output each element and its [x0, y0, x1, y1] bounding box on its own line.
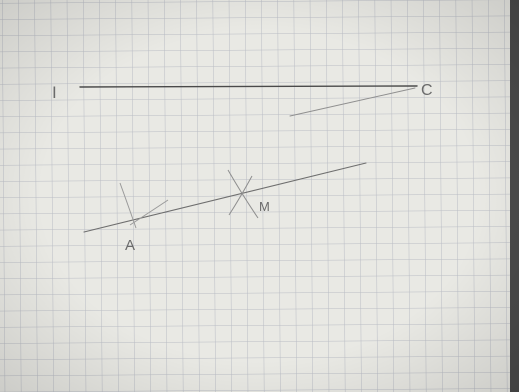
label-i: I	[52, 83, 57, 102]
segment-ic	[79, 85, 418, 88]
arc-a-1	[119, 182, 137, 229]
arc-m-1	[227, 169, 259, 219]
label-m: M	[259, 199, 270, 214]
label-a: A	[125, 237, 135, 254]
label-c: C	[421, 82, 433, 99]
construction-line-from-c	[289, 87, 416, 117]
arc-a-2	[129, 199, 169, 226]
arc-m-2	[228, 175, 253, 216]
line-am	[83, 162, 367, 233]
